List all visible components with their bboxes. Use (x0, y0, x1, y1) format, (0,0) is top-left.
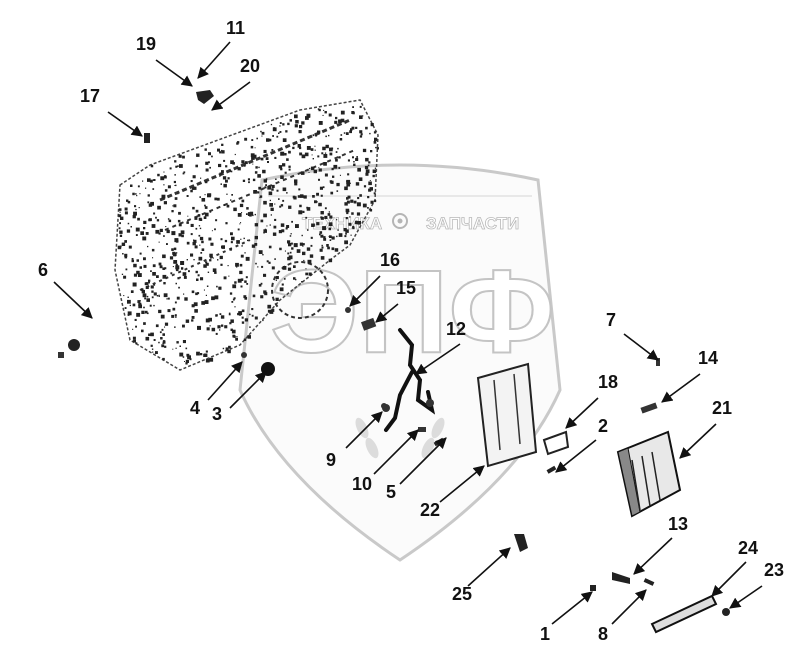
leader-line-11 (197, 41, 231, 79)
callout-label-3: 3 (212, 404, 222, 424)
callout-label-7: 7 (606, 310, 616, 330)
part-pin-13 (612, 572, 630, 584)
engine-block (114, 99, 379, 371)
leader-line-19 (155, 59, 193, 87)
leader-line-4 (207, 361, 243, 401)
leader-line-15 (375, 303, 399, 323)
leader-line-21 (679, 423, 717, 459)
watermark-shield: ТЕХНИКА ЗАПЧАСТИ ЭПФ (238, 163, 562, 562)
leader-line-2 (555, 439, 597, 473)
callout-label-8: 8 (598, 624, 608, 644)
callout-label-15: 15 (396, 278, 416, 298)
callout-label-4: 4 (190, 398, 200, 418)
leader-line-24 (711, 561, 747, 597)
part-bolt-2 (546, 465, 557, 474)
callout-label-20: 20 (240, 56, 260, 76)
callout-label-16: 16 (380, 250, 400, 270)
part-screw-14 (640, 402, 658, 414)
part-connector-15 (360, 317, 377, 331)
callout-label-21: 21 (712, 398, 732, 418)
callout-label-18: 18 (598, 372, 618, 392)
part-rail-24 (650, 594, 718, 634)
leader-line-6 (53, 281, 93, 319)
watermark-right-word: ЗАПЧАСТИ (426, 214, 519, 233)
leader-line-25 (467, 547, 511, 587)
callout-label-6: 6 (38, 260, 48, 280)
leader-line-23 (729, 585, 763, 609)
leader-line-18 (565, 397, 599, 429)
part-plate-22 (476, 362, 538, 468)
part-bolt-1 (590, 585, 596, 591)
callout-label-11: 11 (226, 18, 245, 38)
part-bracket-19 (196, 90, 214, 104)
callout-label-17: 17 (80, 86, 100, 106)
leader-line-14 (661, 373, 701, 403)
callout-label-23: 23 (764, 560, 784, 580)
leader-line-9 (345, 411, 383, 449)
leader-line-12 (415, 343, 461, 375)
leader-line-17 (107, 111, 143, 137)
gear-icon (392, 213, 408, 229)
leader-line-20 (211, 81, 251, 111)
part-clip-8 (643, 578, 655, 586)
callout-layer: 1234567891011121314151617181920212223242… (38, 18, 784, 644)
leader-line-8 (611, 589, 647, 625)
callout-label-5: 5 (386, 482, 396, 502)
part-ecu-21 (616, 430, 682, 518)
callout-label-1: 1 (540, 624, 550, 644)
callout-label-13: 13 (668, 514, 688, 534)
leader-line-22 (439, 465, 485, 503)
component-parts (58, 90, 730, 634)
wheat-emblem (355, 417, 445, 459)
part-harness-12 (384, 328, 436, 432)
leader-line-3 (229, 371, 267, 409)
part-sensor-6 (68, 339, 80, 351)
part-fitting-25 (514, 534, 528, 552)
leader-line-10 (373, 429, 419, 475)
part-gasket-18 (542, 430, 570, 456)
callout-label-9: 9 (326, 450, 336, 470)
leader-line-1 (551, 591, 593, 625)
callout-label-19: 19 (136, 34, 156, 54)
callout-label-10: 10 (352, 474, 372, 494)
part-washer-4 (241, 352, 247, 358)
callout-label-12: 12 (446, 319, 466, 339)
leader-line-5 (399, 437, 447, 485)
callout-label-14: 14 (698, 348, 718, 368)
leader-line-13 (633, 537, 673, 575)
callout-label-22: 22 (420, 500, 440, 520)
callout-label-24: 24 (738, 538, 758, 558)
leader-line-16 (349, 275, 381, 307)
part-screw-7 (656, 358, 660, 366)
callout-label-25: 25 (452, 584, 472, 604)
part-bolt-17 (144, 133, 150, 143)
part-nut-23 (722, 608, 730, 616)
leader-line-7 (623, 333, 659, 361)
callout-label-2: 2 (598, 416, 608, 436)
